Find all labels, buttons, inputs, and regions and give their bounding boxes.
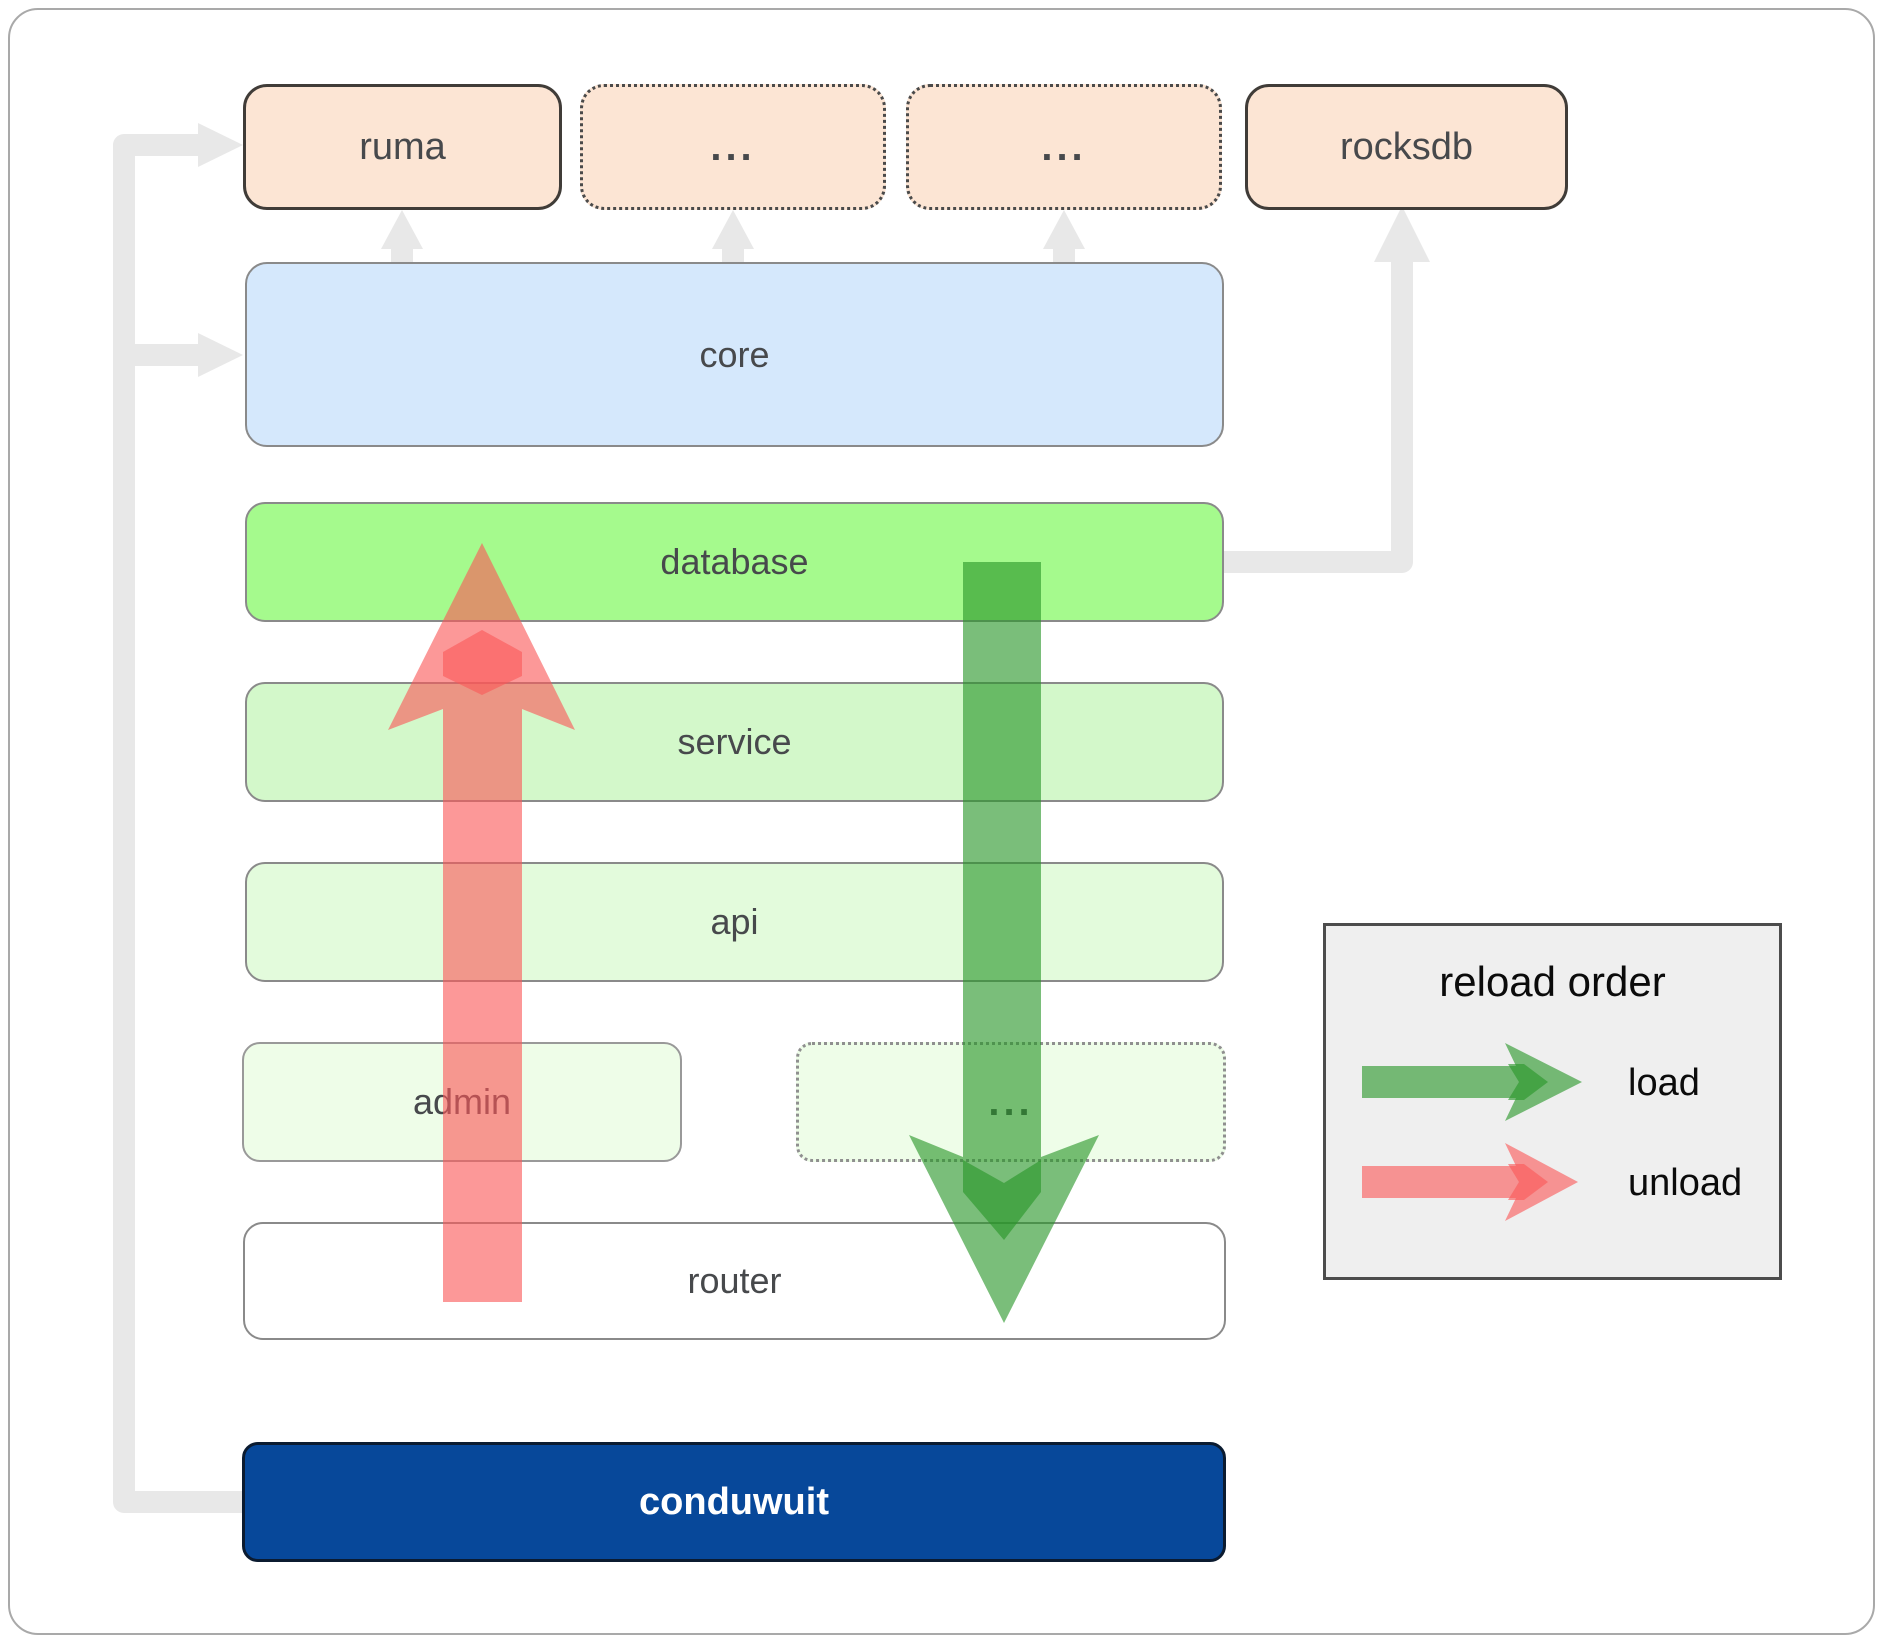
node-ellipsis-3-label: ... [988, 1079, 1034, 1124]
node-ellipsis-1-label: ... [710, 124, 756, 169]
node-ellipsis-1: ... [580, 84, 886, 210]
legend-title: reload order [1439, 958, 1666, 1005]
legend-reload-order: reload order load unload [1323, 923, 1782, 1280]
node-core-label: core [699, 333, 770, 375]
legend-unload-label: unload [1628, 1162, 1743, 1204]
node-ellipsis-3: ... [796, 1042, 1226, 1162]
node-admin-label: admin [412, 1081, 512, 1122]
node-rocksdb-label: rocksdb [1339, 125, 1474, 168]
node-router-label: router [687, 1260, 782, 1301]
node-ruma: ruma [243, 84, 562, 210]
node-database: database [245, 502, 1224, 622]
node-database-label: database [660, 541, 809, 582]
node-conduwuit-label: conduwuit [639, 1480, 829, 1523]
node-rocksdb: rocksdb [1245, 84, 1568, 210]
node-ruma-label: ruma [359, 125, 446, 168]
node-service: service [245, 682, 1224, 802]
node-service-label: service [677, 721, 792, 762]
node-ellipsis-2-label: ... [1041, 124, 1087, 169]
node-api-label: api [710, 901, 759, 942]
node-conduwuit: conduwuit [242, 1442, 1226, 1562]
diagram-outer-frame [8, 8, 1875, 1635]
node-router: router [243, 1222, 1226, 1340]
node-api: api [245, 862, 1224, 982]
node-core: core [245, 262, 1224, 447]
legend-load-label: load [1628, 1062, 1700, 1104]
node-ellipsis-2: ... [906, 84, 1222, 210]
node-admin: admin [242, 1042, 682, 1162]
